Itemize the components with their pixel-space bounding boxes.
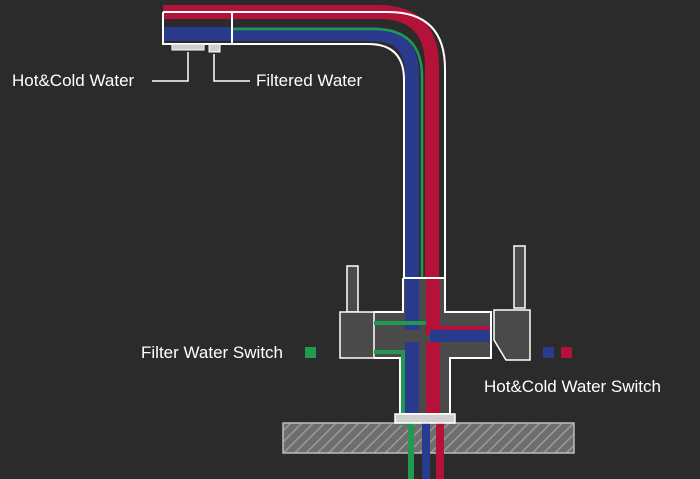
filter-switch-handle: [339, 265, 375, 359]
leader-hot-cold: [152, 52, 189, 82]
hot-cold-switch-handle: [493, 245, 531, 361]
internal-channels: [374, 278, 490, 425]
supply-pipes: [408, 423, 444, 479]
spout-cold-channel: [163, 27, 419, 330]
filter-switch-swatch: [305, 347, 316, 358]
filtered-nozzle: [208, 43, 221, 53]
hot-swatch: [561, 347, 572, 358]
cold-swatch: [543, 347, 554, 358]
faucet-body: [355, 278, 491, 414]
base-plate: [394, 413, 456, 424]
spout-hot-channel: [163, 5, 439, 330]
hot-cold-water-label: Hot&Cold Water: [12, 71, 135, 90]
leader-filtered: [213, 54, 250, 82]
filtered-water-label: Filtered Water: [256, 71, 363, 90]
faucet-body-outline: [374, 277, 492, 415]
hot-cold-nozzle: [171, 43, 205, 51]
spout-outline: [162, 11, 446, 278]
hot-cold-water-switch-label: Hot&Cold Water Switch: [484, 377, 661, 396]
filter-water-switch-label: Filter Water Switch: [141, 343, 284, 362]
spout-filtered-line: [232, 27, 424, 330]
